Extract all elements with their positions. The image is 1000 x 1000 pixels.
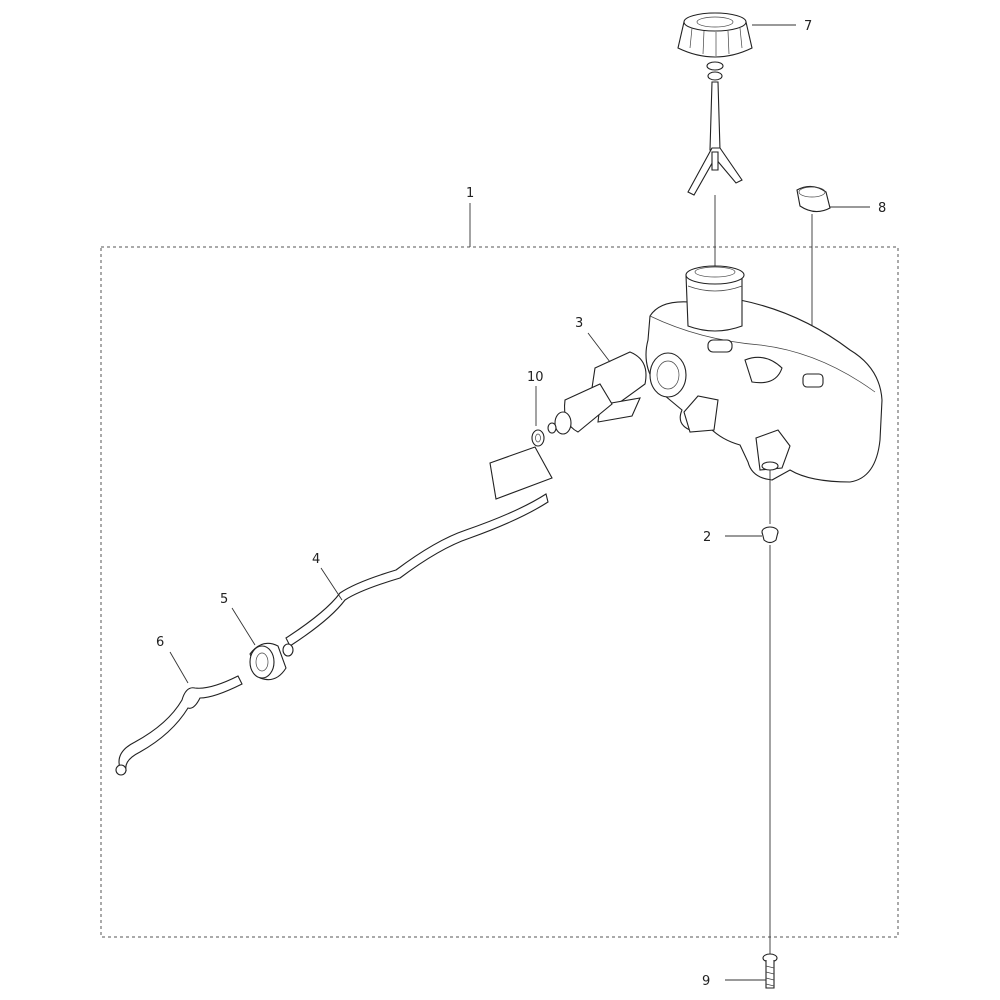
callout-8: 8 bbox=[878, 201, 886, 216]
callout-3: 3 bbox=[575, 316, 583, 331]
leader-4 bbox=[320, 567, 343, 601]
callout-2: 2 bbox=[703, 530, 711, 545]
callout-5: 5 bbox=[220, 592, 228, 607]
leader-5 bbox=[231, 607, 256, 646]
part-5-fuel-filter bbox=[249, 642, 287, 681]
callout-7: 7 bbox=[804, 19, 812, 34]
assembly-boundary bbox=[100, 246, 899, 938]
callout-1: 1 bbox=[466, 186, 474, 201]
leader-6 bbox=[169, 651, 189, 684]
part-7-fuel-cap bbox=[677, 12, 753, 196]
callout-4: 4 bbox=[312, 552, 320, 567]
part-2-grommet bbox=[761, 526, 779, 544]
callout-10: 10 bbox=[527, 370, 544, 385]
part-8-buffer bbox=[796, 185, 831, 213]
callout-6: 6 bbox=[156, 635, 164, 650]
label-decal bbox=[489, 446, 553, 500]
part-10-seal-ring bbox=[531, 429, 545, 447]
part-3-pickup-housing bbox=[547, 351, 647, 435]
callout-9: 9 bbox=[702, 974, 710, 989]
part-9-screw bbox=[762, 953, 778, 989]
part-4-fuel-hose bbox=[282, 493, 549, 657]
fuel-tank bbox=[645, 265, 883, 483]
part-6-return-hose bbox=[115, 675, 243, 776]
leader-3 bbox=[587, 332, 611, 363]
